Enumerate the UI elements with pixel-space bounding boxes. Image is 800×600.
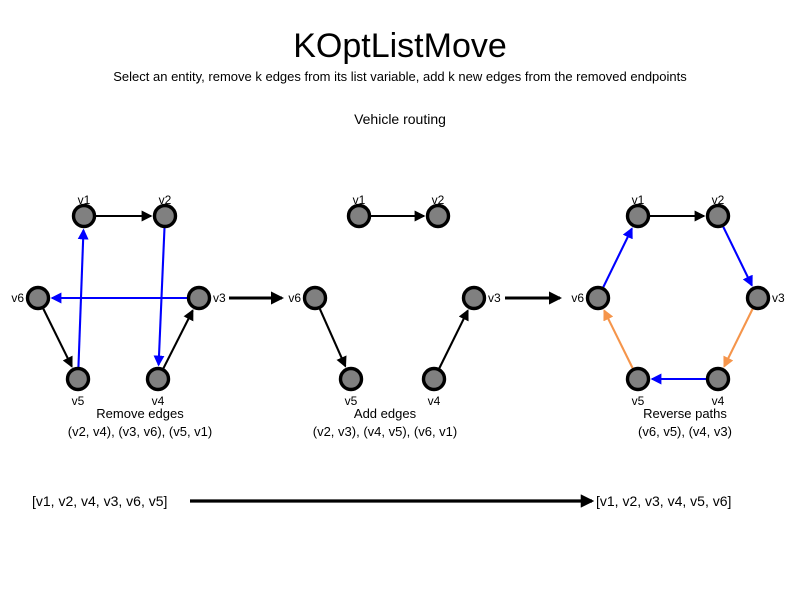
node-v4[interactable]: v4 <box>705 366 731 409</box>
node-label-v6: v6 <box>288 291 301 305</box>
node-circle-v2[interactable] <box>705 203 731 229</box>
node-label-v6: v6 <box>571 291 584 305</box>
caption-title-panel-add: Add edges <box>354 406 417 421</box>
node-circle-v4[interactable] <box>705 366 731 392</box>
page-subtitle: Select an entity, remove k edges from it… <box>113 69 687 84</box>
edge-v6-to-v1 <box>602 227 633 288</box>
node-circle-v4[interactable] <box>421 366 447 392</box>
node-circle-v6[interactable] <box>302 285 328 311</box>
node-label-v3: v3 <box>488 291 501 305</box>
node-label-v1: v1 <box>632 193 645 207</box>
node-v5[interactable]: v5 <box>338 366 364 409</box>
node-circle-v1[interactable] <box>346 203 372 229</box>
node-circle-v2[interactable] <box>425 203 451 229</box>
node-circle-v5[interactable] <box>338 366 364 392</box>
caption-title-panel-reverse: Reverse paths <box>643 406 727 421</box>
edge-v2-to-v4 <box>153 227 166 367</box>
node-v3[interactable]: v3 <box>186 285 227 311</box>
node-v2[interactable]: v2 <box>425 193 451 229</box>
node-v1[interactable]: v1 <box>346 193 372 229</box>
node-v5[interactable]: v5 <box>65 366 91 409</box>
section-label-vehicle-routing: Vehicle routing <box>354 111 446 127</box>
node-circle-v4[interactable] <box>145 366 171 392</box>
list-after: [v1, v2, v3, v4, v5, v6] <box>596 493 731 509</box>
node-v4[interactable]: v4 <box>421 366 447 409</box>
edge-v6-to-v5 <box>42 308 73 368</box>
node-label-v4: v4 <box>712 394 725 408</box>
node-label-v3: v3 <box>772 291 785 305</box>
list-before: [v1, v2, v4, v3, v6, v5] <box>32 493 167 509</box>
node-circle-v3[interactable] <box>745 285 771 311</box>
edge-v4-to-v3 <box>438 309 469 369</box>
page-title: KOptListMove <box>293 27 507 65</box>
caption-title-panel-remove: Remove edges <box>96 406 184 421</box>
node-label-v1: v1 <box>353 193 366 207</box>
node-label-v2: v2 <box>432 193 445 207</box>
node-v6[interactable]: v6 <box>571 285 611 311</box>
node-v6[interactable]: v6 <box>288 285 328 311</box>
edge-v5-to-v6 <box>603 309 634 369</box>
node-v1[interactable]: v1 <box>625 193 651 229</box>
node-circle-v2[interactable] <box>152 203 178 229</box>
node-circle-v5[interactable] <box>625 366 651 392</box>
edge-v2-to-v3 <box>722 226 753 287</box>
captions-layer: Remove edges (v2, v4), (v3, v6), (v5, v1)… <box>68 406 732 439</box>
nodes-layer: v1 v2 v6 v3 v5 v4 v1 v2 v6 v3 v5 v4 v1 v2 v6 v3 v5 v4 <box>11 193 785 408</box>
caption-detail-panel-reverse: (v6, v5), (v4, v3) <box>638 424 732 439</box>
node-v6[interactable]: v6 <box>11 285 51 311</box>
edge-v3-to-v4 <box>723 308 754 368</box>
node-v5[interactable]: v5 <box>625 366 651 409</box>
edge-v6-to-v5 <box>318 308 347 368</box>
list-row-layer: [v1, v2, v4, v3, v6, v5] [v1, v2, v3, v4,… <box>32 493 731 509</box>
node-label-v5: v5 <box>632 394 645 408</box>
caption-detail-panel-add: (v2, v3), (v4, v5), (v6, v1) <box>313 424 457 439</box>
node-circle-v3[interactable] <box>461 285 487 311</box>
edges-layer <box>42 210 754 385</box>
node-label-v1: v1 <box>78 193 91 207</box>
node-v2[interactable]: v2 <box>152 193 178 229</box>
node-label-v4: v4 <box>152 394 165 408</box>
node-v1[interactable]: v1 <box>71 193 97 229</box>
node-v3[interactable]: v3 <box>461 285 502 311</box>
node-label-v2: v2 <box>712 193 725 207</box>
node-v2[interactable]: v2 <box>705 193 731 229</box>
node-v3[interactable]: v3 <box>745 285 786 311</box>
node-label-v5: v5 <box>345 394 358 408</box>
node-v4[interactable]: v4 <box>145 366 171 409</box>
node-circle-v5[interactable] <box>65 366 91 392</box>
node-circle-v3[interactable] <box>186 285 212 311</box>
node-circle-v6[interactable] <box>25 285 51 311</box>
node-circle-v6[interactable] <box>585 285 611 311</box>
node-label-v3: v3 <box>213 291 226 305</box>
node-label-v6: v6 <box>11 291 24 305</box>
node-label-v2: v2 <box>159 193 172 207</box>
node-label-v5: v5 <box>72 394 85 408</box>
edge-v4-to-v3 <box>162 309 194 369</box>
node-circle-v1[interactable] <box>625 203 651 229</box>
caption-detail-panel-remove: (v2, v4), (v3, v6), (v5, v1) <box>68 424 212 439</box>
node-label-v4: v4 <box>428 394 441 408</box>
node-circle-v1[interactable] <box>71 203 97 229</box>
